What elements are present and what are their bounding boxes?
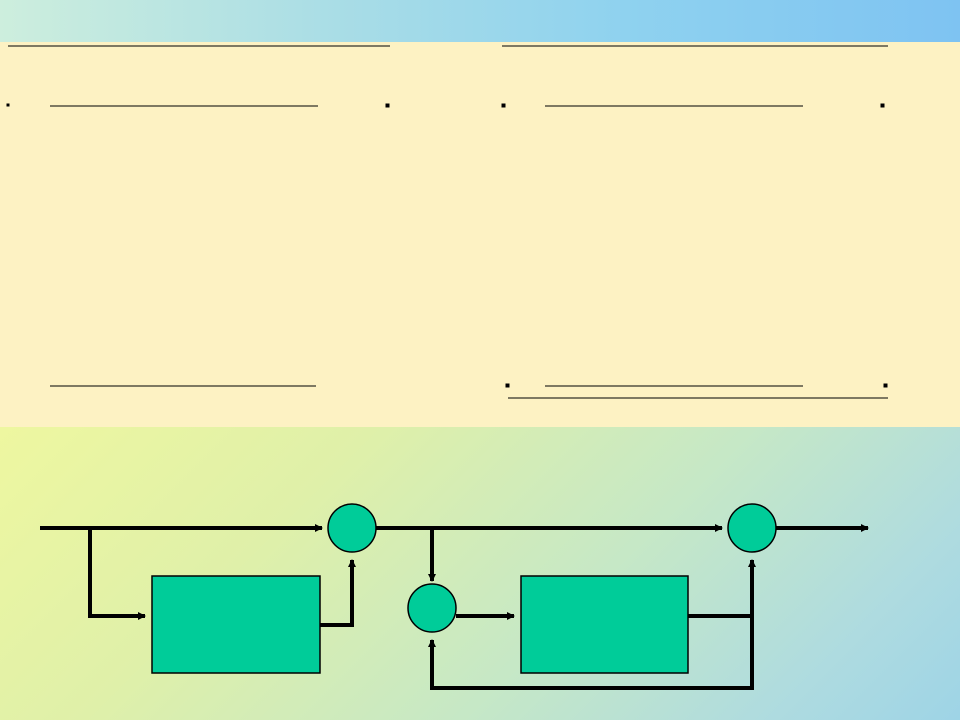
feedforward-branch-arrow: [88, 528, 146, 620]
left-marker-1: [6, 103, 10, 107]
summing-junction-1: [327, 503, 377, 553]
right-column-rules: [501, 45, 888, 399]
right-marker-3: [505, 383, 510, 388]
header-band: [0, 0, 960, 42]
block-diagram: [40, 524, 869, 690]
block2-output-arrow: [688, 559, 756, 618]
block-1: [151, 575, 321, 674]
left-column-rules: [6, 45, 390, 387]
summing-junction-2: [407, 583, 457, 633]
right-marker-2: [880, 103, 885, 108]
block-2: [520, 575, 689, 674]
summing-junction-3: [727, 503, 777, 553]
block1-output-arrow: [320, 559, 356, 627]
left-marker-2: [385, 103, 390, 108]
right-marker-4: [883, 383, 888, 388]
right-marker-1: [501, 103, 506, 108]
diagram-nodes: [151, 503, 777, 674]
feedback-loop-arrow: [428, 616, 754, 690]
